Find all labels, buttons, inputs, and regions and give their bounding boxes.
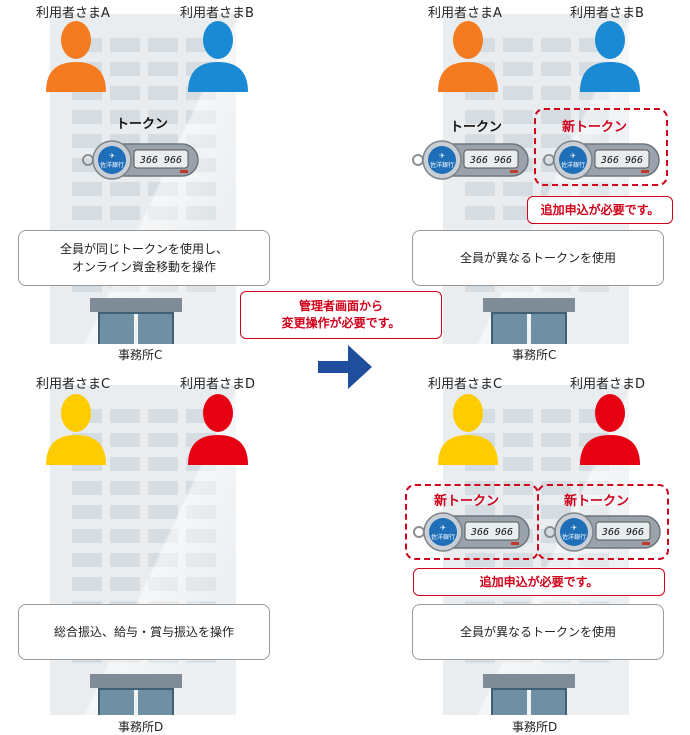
user-d-label: 利用者さまD: [180, 377, 256, 392]
token-bank-name: 佐洋銀行: [431, 533, 455, 541]
new-token-device: ✈佐洋銀行 366 966: [543, 136, 663, 186]
note-text: 全員が異なるトークンを使用: [459, 625, 616, 639]
user-d-icon: [188, 394, 248, 465]
token-icon: ✈佐洋銀行 366 966: [413, 512, 530, 552]
admin-change-box: 管理者画面から 変更操作が必要です。: [240, 291, 442, 339]
token-bank-name: 佐洋銀行: [100, 161, 124, 169]
office-d-label: 事務所D: [118, 720, 164, 734]
user-d-icon: [580, 394, 640, 465]
token-display: 366 966: [469, 155, 512, 166]
user-c-label: 利用者さまC: [428, 377, 503, 392]
token-icon: ✈佐洋銀行 366 966: [543, 140, 660, 180]
office-c-label: 事務所C: [512, 348, 557, 362]
additional-text: 追加申込が必要です。: [479, 574, 599, 589]
additional-text: 追加申込が必要です。: [540, 202, 660, 217]
token-bank-name: 佐洋銀行: [430, 161, 454, 169]
user-b-label: 利用者さまB: [570, 6, 644, 21]
token-bank-name: 佐洋銀行: [561, 161, 585, 169]
arrow-right-icon: [318, 345, 372, 389]
building-entrance: [90, 674, 182, 715]
user-a-icon: [46, 21, 106, 92]
building-entrance: [483, 674, 575, 715]
note-text: 総合振込、給与・賞与振込を操作: [53, 625, 234, 639]
svg-text:✈: ✈: [570, 152, 576, 160]
admin-line1: 管理者画面から: [298, 299, 383, 313]
note-line1: 全員が同じトークンを使用し、: [59, 242, 228, 256]
token-display: 366 966: [470, 527, 513, 538]
token-label: トークン: [116, 117, 169, 132]
svg-text:✈: ✈: [109, 152, 115, 160]
user-a-label: 利用者さまA: [36, 6, 110, 21]
token-icon: ✈佐洋銀行 366 966: [82, 140, 199, 180]
svg-text:✈: ✈: [440, 524, 446, 532]
token-icon: ✈佐洋銀行 366 966: [544, 512, 661, 552]
new-token-box: [534, 108, 668, 186]
svg-text:✈: ✈: [439, 152, 445, 160]
additional-application-box: 追加申込が必要です。: [413, 568, 665, 596]
new-token-device-d: ✈佐洋銀行 366 966: [544, 508, 664, 558]
new-token-label-c: 新トークン: [434, 494, 500, 509]
token-display: 366 966: [139, 155, 182, 166]
office-c-label: 事務所C: [118, 348, 163, 362]
user-a-label: 利用者さまA: [428, 6, 502, 21]
new-token-label: 新トークン: [562, 120, 628, 135]
operation-note: 総合振込、給与・賞与振込を操作: [18, 604, 270, 660]
token-device: ✈佐洋銀行 366 966: [412, 136, 532, 186]
building-entrance: [483, 298, 575, 344]
token-display: 366 966: [601, 527, 644, 538]
user-a-icon: [438, 21, 498, 92]
user-c-icon: [46, 394, 106, 465]
new-token-label-d: 新トークン: [564, 494, 630, 509]
office-d-label: 事務所D: [512, 720, 558, 734]
shared-token-note: 全員が同じトークンを使用し、 オンライン資金移動を操作: [18, 230, 270, 286]
token-bank-name: 佐洋銀行: [562, 533, 586, 541]
token-icon: ✈佐洋銀行 366 966: [412, 140, 529, 180]
different-token-note: 全員が異なるトークンを使用: [412, 230, 664, 286]
user-c-icon: [438, 394, 498, 465]
additional-application-box: 追加申込が必要です。: [527, 196, 673, 224]
new-token-device-c: ✈佐洋銀行 366 966: [413, 508, 533, 558]
user-d-label: 利用者さまD: [570, 377, 646, 392]
user-b-label: 利用者さまB: [180, 6, 254, 21]
token-label: トークン: [450, 120, 503, 135]
token-device: ✈佐洋銀行 366 966: [82, 136, 202, 186]
token-display: 366 966: [600, 155, 643, 166]
different-token-note: 全員が異なるトークンを使用: [412, 604, 664, 660]
user-c-label: 利用者さまC: [36, 377, 111, 392]
user-b-icon: [188, 21, 248, 92]
new-token-box-d: [537, 484, 669, 560]
admin-line2: 変更操作が必要です。: [281, 316, 401, 330]
building-entrance: [90, 298, 182, 344]
note-line2: オンライン資金移動を操作: [71, 260, 216, 274]
user-b-icon: [580, 21, 640, 92]
svg-text:✈: ✈: [571, 524, 577, 532]
note-text: 全員が異なるトークンを使用: [459, 251, 616, 265]
